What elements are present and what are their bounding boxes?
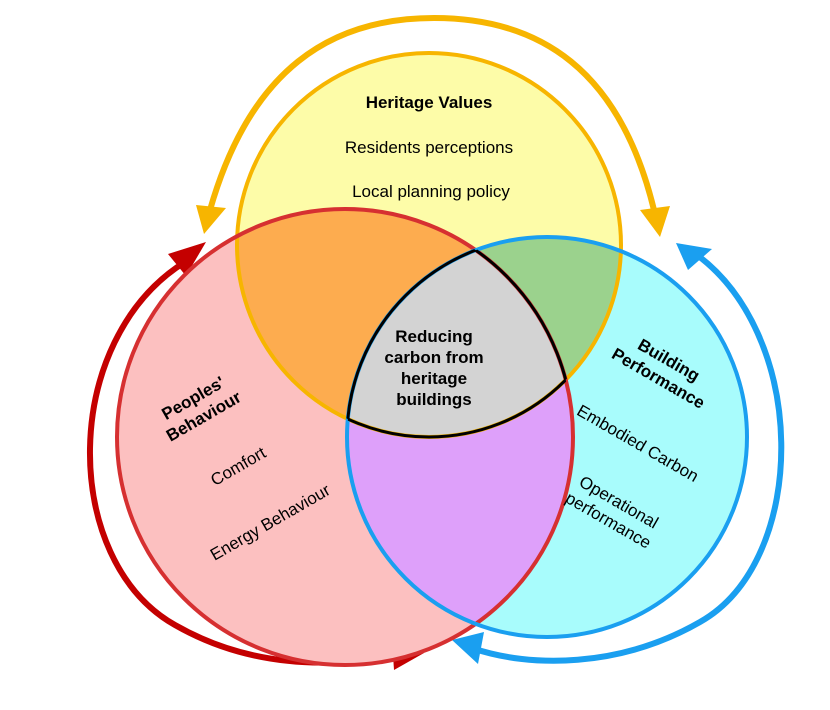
building-arrowhead-bottom xyxy=(452,632,484,664)
center-line-1: Reducing xyxy=(395,327,472,346)
heritage-arc-arrow xyxy=(207,14,657,211)
building-arrowhead-top xyxy=(676,243,712,270)
center-outline-c xyxy=(347,237,573,439)
heritage-arrowhead-left xyxy=(196,205,226,234)
heritage-title: Heritage Values xyxy=(366,93,493,112)
people-arrowhead-top xyxy=(168,242,206,276)
building-outline xyxy=(345,235,749,639)
building-arc-arrow xyxy=(471,247,785,664)
center-overlap xyxy=(347,237,573,437)
heritage-arrowhead-right xyxy=(640,206,670,237)
center-line-4: buildings xyxy=(396,390,472,409)
heritage-item-1: Residents perceptions xyxy=(345,138,513,157)
heritage-item-2: Local planning policy xyxy=(352,182,510,201)
people-outline xyxy=(115,207,575,667)
center-line-2: carbon from xyxy=(384,348,483,367)
center-line-3: heritage xyxy=(401,369,467,388)
